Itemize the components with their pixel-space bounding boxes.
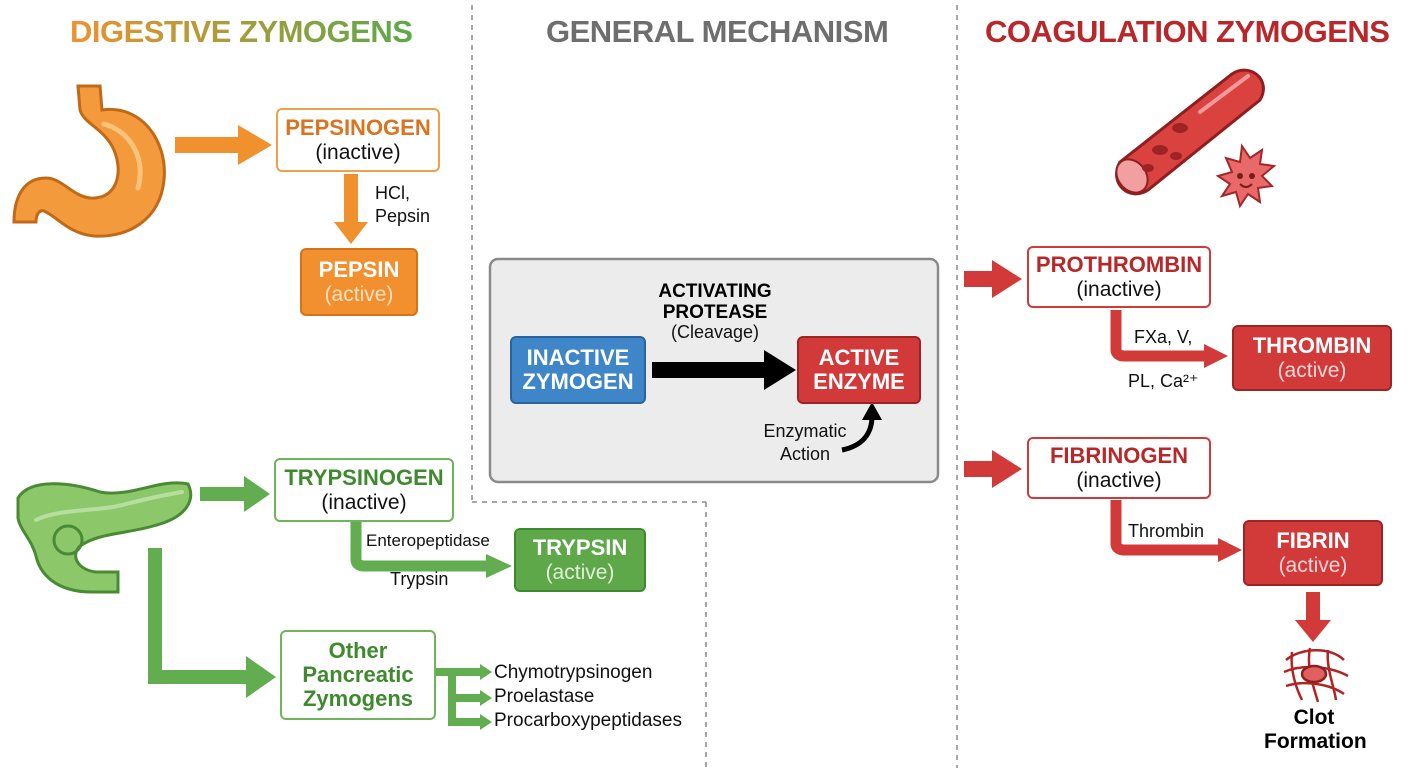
active-line1: ACTIVE [818,344,900,370]
trypsin-box: TRYPSIN (active) [514,528,646,592]
inactive-zymogen-box: INACTIVE ZYMOGEN [510,336,646,404]
protease-line3: (Cleavage) [670,322,760,343]
clot-mesh-icon [1283,647,1349,703]
protease-line2: PROTEASE [662,301,768,323]
other-pancreatic-box: Other Pancreatic Zymogens [280,630,436,720]
section-dividers [471,5,958,768]
pancreas-icon [16,481,193,594]
trypsin-state: (active) [545,560,615,584]
pepsin-state: (active) [324,282,394,306]
enzymatic-line2: Action [779,443,831,464]
fibrin-activator-label: Thrombin [1128,521,1205,541]
enzymatic-line1: Enzymatic [763,421,847,441]
trypsinogen-state: (inactive) [321,490,407,514]
protease-line1: ACTIVATING [658,281,772,302]
platelet-icon [1215,143,1277,209]
other-zymogen-list: Chymotrypsinogen Proelastase Procarboxyp… [494,661,682,733]
active-line2: ENZYME [813,369,905,394]
fibrinogen-box: FIBRINOGEN (inactive) [1027,437,1211,499]
trypsin-arrows [148,476,512,730]
list-item: Proelastase [494,686,595,707]
list-item: Chymotrypsinogen [494,662,653,683]
fibrin-title: FIBRIN [1276,528,1350,554]
header-general: GENERAL MECHANISM [546,14,889,49]
thrombin-title: THROMBIN [1252,333,1372,359]
thrombin-activator-line1: FXa, V, [1134,327,1193,347]
pepsin-activator-line2: Pepsin [375,205,431,226]
pepsinogen-title: PEPSINOGEN [285,115,431,141]
prothrombin-box: PROTHROMBIN (inactive) [1027,246,1211,308]
pepsin-title: PEPSIN [318,257,400,283]
fibrin-state: (active) [1278,553,1348,577]
other-line1: Other [328,637,388,663]
list-item: Procarboxypeptidases [494,710,682,731]
active-enzyme-box: ACTIVE ENZYME [797,336,921,404]
thrombin-state: (active) [1277,358,1347,382]
header-coagulation: COAGULATION ZYMOGENS [985,14,1390,49]
enzymatic-action-label: Enzymatic Action [760,420,850,465]
trypsinogen-box: TRYPSINOGEN (inactive) [274,458,454,522]
fibrin-box: FIBRIN (active) [1243,520,1383,586]
inactive-line1: INACTIVE [526,344,630,370]
other-line3: Zymogens [302,686,414,712]
coagulation-arrows [964,260,1331,642]
header-digestive: DIGESTIVE ZYMOGENS [70,14,413,49]
trypsin-title: TRYPSIN [532,535,628,561]
blood-vessel-icon [1115,68,1265,196]
clot-line2: Formation [1264,730,1367,754]
pepsin-activator-label: HCl, Pepsin [375,182,430,227]
trypsin-activator-line2: Trypsin [390,569,449,589]
trypsin-activator-line1: Enteropeptidase [366,531,490,550]
clot-formation-label: Clot Formation [1264,706,1367,754]
trypsinogen-title: TRYPSINOGEN [284,465,444,491]
fibrinogen-title: FIBRINOGEN [1049,443,1189,469]
pepsin-activator-line1: HCl, [375,183,410,203]
prothrombin-state: (inactive) [1076,277,1162,301]
pepsinogen-box: PEPSINOGEN (inactive) [276,108,440,172]
fibrinogen-state: (inactive) [1076,468,1162,492]
inactive-line2: ZYMOGEN [522,369,634,394]
clot-line1: Clot [1293,706,1335,729]
other-line2: Pancreatic [302,661,414,687]
activating-protease-label: ACTIVATING PROTEASE (Cleavage) [650,281,780,343]
stomach-icon [12,84,166,238]
thrombin-box: THROMBIN (active) [1232,325,1392,391]
thrombin-activator-line2: PL, Ca²⁺ [1128,371,1199,391]
pepsin-arrows [175,125,368,244]
prothrombin-title: PROTHROMBIN [1035,252,1203,278]
pepsin-box: PEPSIN (active) [300,248,418,316]
pepsinogen-state: (inactive) [315,140,401,164]
mechanism-arrows [652,350,882,453]
